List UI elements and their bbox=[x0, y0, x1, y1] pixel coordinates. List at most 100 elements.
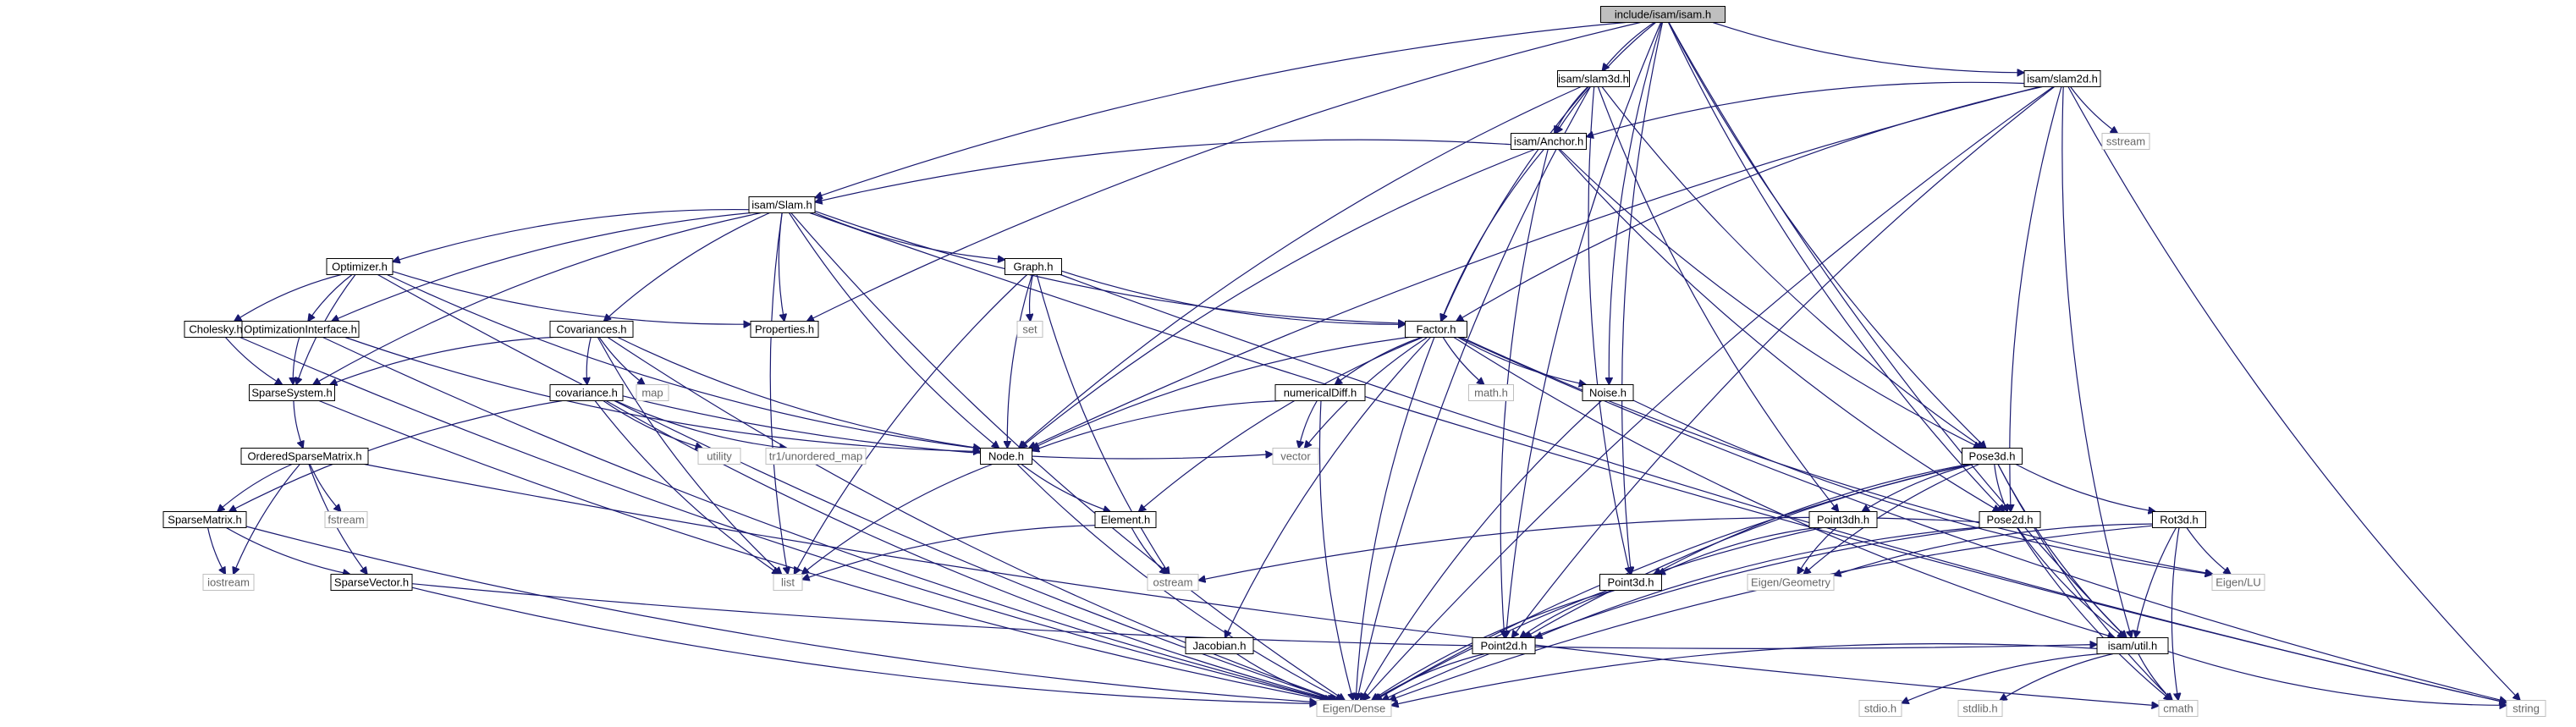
node-graph_h[interactable]: Graph.h bbox=[1005, 258, 1062, 275]
node-sparsesys_h[interactable]: SparseSystem.h bbox=[249, 384, 335, 401]
node-box-vector bbox=[1272, 448, 1319, 465]
edge-isam_h-to-slam3d_h bbox=[1602, 22, 1655, 71]
edge-slam_h-to-node_h bbox=[788, 212, 999, 449]
node-sparsematrix_h[interactable]: SparseMatrix.h bbox=[162, 511, 247, 528]
edge-factor_h-to-node_h bbox=[1032, 336, 1409, 449]
edge-slam_h-to-sparsesys_h bbox=[313, 212, 762, 385]
node-numdiff_h[interactable]: numericalDiff.h bbox=[1274, 384, 1366, 401]
edge-factor_h-to-noise_h bbox=[1457, 336, 1587, 385]
node-node_h[interactable]: Node.h bbox=[980, 448, 1032, 465]
node-factor_h[interactable]: Factor.h bbox=[1405, 321, 1467, 338]
node-label-fstream: fstream bbox=[328, 514, 364, 526]
node-eigen_geometry[interactable]: Eigen/Geometry bbox=[1747, 574, 1835, 591]
node-set[interactable]: set bbox=[1016, 321, 1043, 338]
node-jacobian_h[interactable]: Jacobian.h bbox=[1185, 637, 1254, 654]
node-box-fstream bbox=[324, 511, 368, 528]
node-label-ostream: ostream bbox=[1153, 576, 1193, 589]
edge-point3d_h-to-point2d_h bbox=[1520, 589, 1616, 638]
edge-covariances_h-to-sparsesys_h bbox=[330, 336, 554, 385]
node-label-factor_h: Factor.h bbox=[1417, 323, 1456, 336]
edge-pose3d_h-to-cmath bbox=[1997, 464, 2172, 701]
node-covariances_h[interactable]: Covariances.h bbox=[549, 321, 634, 338]
node-fstream[interactable]: fstream bbox=[324, 511, 368, 528]
node-stdio_h[interactable]: stdio.h bbox=[1858, 700, 1902, 717]
node-map[interactable]: map bbox=[636, 384, 669, 401]
node-osm_h[interactable]: OrderedSparseMatrix.h bbox=[240, 448, 369, 465]
edge-graph_h-to-string bbox=[1060, 273, 2507, 703]
node-point3dh_h[interactable]: Point3dh.h bbox=[1808, 511, 1878, 528]
node-stdlib_h[interactable]: stdlib.h bbox=[1957, 700, 2003, 717]
node-point3d_h[interactable]: Point3d.h bbox=[1599, 574, 1662, 591]
edge-pose2d_h-to-eigen_dense bbox=[1382, 526, 1983, 701]
node-optiface_h[interactable]: OptimizationInterface.h bbox=[241, 321, 360, 338]
node-rot3d_h[interactable]: Rot3d.h bbox=[2152, 511, 2206, 528]
edge-noise_h-to-eigen_lu bbox=[1632, 399, 2212, 575]
edge-isam_h-to-properties_h bbox=[807, 21, 1641, 322]
node-label-isam_h: include/isam/isam.h bbox=[1615, 8, 1711, 21]
node-label-set: set bbox=[1022, 323, 1038, 336]
node-properties_h[interactable]: Properties.h bbox=[750, 321, 819, 338]
edge-numdiff_h-to-vector bbox=[1299, 400, 1318, 449]
edge-isam_h-to-pose2d_h bbox=[1667, 22, 2005, 512]
node-eigen_lu[interactable]: Eigen/LU bbox=[2211, 574, 2265, 591]
node-math_h[interactable]: math.h bbox=[1468, 384, 1514, 401]
edge-anchor_h-to-node_h bbox=[1020, 148, 1535, 449]
edge-element_h-to-list bbox=[802, 525, 1096, 580]
node-slam_h[interactable]: isam/Slam.h bbox=[748, 196, 816, 213]
node-pose3d_h[interactable]: Pose3d.h bbox=[1962, 448, 2023, 465]
edge-optimizer_h-to-optiface_h bbox=[308, 274, 353, 322]
node-box-map bbox=[636, 384, 669, 401]
edge-factor_h-to-element_h bbox=[1139, 336, 1423, 512]
node-label-osm_h: OrderedSparseMatrix.h bbox=[247, 450, 361, 463]
edge-slam_h-to-factor_h bbox=[814, 210, 1406, 323]
node-eigen_dense[interactable]: Eigen/Dense bbox=[1316, 700, 1392, 717]
node-optimizer_h[interactable]: Optimizer.h bbox=[326, 258, 394, 275]
edge-sparsevector_h-to-eigen_dense bbox=[411, 587, 1317, 703]
node-box-optimizer_h bbox=[326, 258, 394, 275]
node-label-iostream: iostream bbox=[207, 576, 250, 589]
node-list[interactable]: list bbox=[773, 574, 803, 591]
edge-slam2d_h-to-sstream bbox=[2070, 86, 2118, 134]
node-box-pose3d_h bbox=[1962, 448, 2023, 465]
node-box-iostream bbox=[202, 574, 255, 591]
edge-slam3d_h-to-pose3d_h bbox=[1601, 86, 1984, 449]
edge-optimizer_h-to-node_h bbox=[387, 273, 980, 449]
node-vector[interactable]: vector bbox=[1272, 448, 1319, 465]
node-tr1map[interactable]: tr1/unordered_map bbox=[765, 448, 867, 465]
node-slam3d_h[interactable]: isam/slam3d.h bbox=[1557, 70, 1630, 87]
node-label-covariance_h: covariance.h bbox=[555, 387, 618, 399]
node-element_h[interactable]: Element.h bbox=[1094, 511, 1157, 528]
node-point2d_h[interactable]: Point2d.h bbox=[1472, 637, 1536, 654]
edge-covariance_h-to-utility bbox=[603, 400, 702, 449]
edge-slam_h-to-covariances_h bbox=[604, 212, 770, 322]
node-sstream[interactable]: sstream bbox=[2101, 133, 2150, 150]
edge-cholesky_h-to-sparsesys_h bbox=[224, 337, 282, 385]
node-iostream[interactable]: iostream bbox=[202, 574, 255, 591]
node-ostream[interactable]: ostream bbox=[1147, 574, 1199, 591]
node-pose2d_h[interactable]: Pose2d.h bbox=[1979, 511, 2041, 528]
edge-isam_h-to-point2d_h bbox=[1505, 22, 1662, 638]
node-covariance_h[interactable]: covariance.h bbox=[549, 384, 624, 401]
node-string[interactable]: string bbox=[2506, 700, 2546, 717]
edge-pose3d_h-to-util_h bbox=[1997, 464, 2127, 638]
node-label-stdio_h: stdio.h bbox=[1864, 702, 1896, 715]
edge-osm_h-to-fstream bbox=[309, 464, 341, 512]
node-util_h[interactable]: isam/util.h bbox=[2096, 637, 2169, 654]
node-sparsevector_h[interactable]: SparseVector.h bbox=[330, 574, 413, 591]
edge-rot3d_h-to-eigen_geometry bbox=[1834, 523, 2153, 576]
node-box-noise_h bbox=[1582, 384, 1634, 401]
node-cholesky_h[interactable]: Cholesky.h bbox=[184, 321, 248, 338]
edge-rot3d_h-to-util_h bbox=[2136, 527, 2177, 638]
node-anchor_h[interactable]: isam/Anchor.h bbox=[1511, 133, 1587, 150]
node-noise_h[interactable]: Noise.h bbox=[1582, 384, 1634, 401]
node-cmath[interactable]: cmath bbox=[2158, 700, 2199, 717]
edge-numdiff_h-to-node_h bbox=[1032, 399, 1281, 451]
node-box-factor_h bbox=[1405, 321, 1467, 338]
node-utility[interactable]: utility bbox=[697, 448, 741, 465]
node-label-jacobian_h: Jacobian.h bbox=[1193, 640, 1247, 653]
node-slam2d_h[interactable]: isam/slam2d.h bbox=[2023, 70, 2101, 87]
edge-covariance_h-to-tr1map bbox=[615, 399, 786, 449]
node-isam_h[interactable]: include/isam/isam.h bbox=[1600, 6, 1726, 23]
node-box-optiface_h bbox=[241, 321, 360, 338]
edge-node_h-to-eigen_dense bbox=[1016, 464, 1343, 701]
